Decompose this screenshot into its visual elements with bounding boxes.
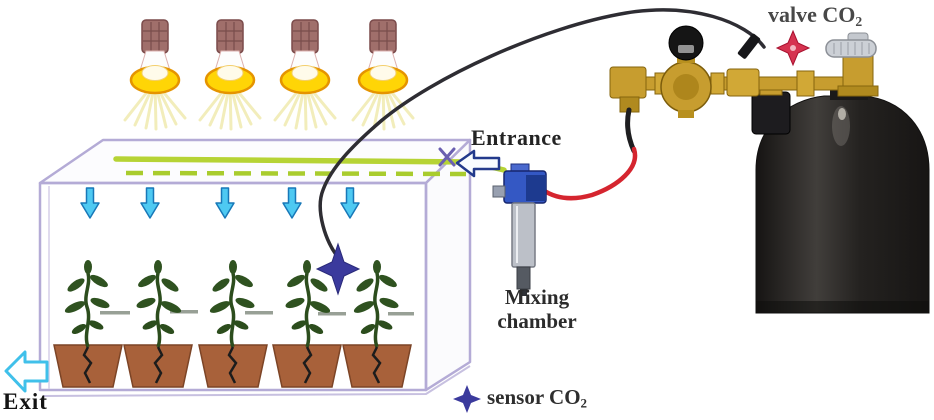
sensor-cable xyxy=(318,8,766,259)
perforated-tube xyxy=(125,170,467,177)
heat-lamps-row xyxy=(123,18,415,131)
sensor-co2-subscript: 2 xyxy=(580,395,588,411)
mixing-cylinder-end xyxy=(520,289,527,296)
valve-star-icon xyxy=(775,29,811,67)
mixing-chamber-label-line2: chamber xyxy=(497,308,577,333)
exit-label: Exit xyxy=(3,389,48,414)
tube-junction-marker xyxy=(438,147,456,167)
heat-lamp-icon xyxy=(351,18,415,131)
valve-co2-subscript: 2 xyxy=(855,13,863,29)
mixing-cylinder xyxy=(511,202,536,268)
cable-connector xyxy=(737,33,761,59)
valve-co2-label-text: valve CO xyxy=(768,2,856,27)
valve-flange xyxy=(837,85,879,97)
cylinder-valve-body xyxy=(842,55,874,91)
sensor-legend-star-icon xyxy=(453,385,481,413)
regulator-assembly xyxy=(609,25,879,135)
co2-cylinder xyxy=(755,95,930,314)
airflow-arrow-icon xyxy=(282,187,302,219)
mixing-chamber-device xyxy=(492,163,547,296)
pipe-coupling xyxy=(710,72,725,95)
airflow-arrow-icon xyxy=(215,187,235,219)
exit-arrow-icon xyxy=(4,350,49,393)
sensor-co2-label-text: sensor CO xyxy=(487,385,581,409)
red-co2-tube xyxy=(540,146,638,201)
airflow-arrows xyxy=(80,187,360,219)
cylinder-valve-handwheel xyxy=(825,39,877,58)
airflow-arrow-icon xyxy=(140,187,160,219)
outlet-nozzle xyxy=(492,185,506,198)
entrance-arrow-icon xyxy=(455,149,501,178)
black-hose xyxy=(625,107,637,154)
regulator-body-center xyxy=(673,74,699,100)
sensor-star-icon xyxy=(315,242,361,296)
gauge-face xyxy=(678,45,694,53)
sensor-co2-label: sensor CO2 xyxy=(487,385,587,412)
heat-lamp-icon xyxy=(198,18,262,131)
solenoid-valve-block xyxy=(751,91,791,135)
heat-lamp-icon xyxy=(273,18,337,131)
regulator-stem-lower xyxy=(678,110,694,118)
entrance-label: Entrance xyxy=(471,125,562,150)
heat-lamp-icon xyxy=(123,18,187,131)
airflow-arrow-icon xyxy=(80,187,100,219)
mixing-chamber-label-line1: Mixing xyxy=(504,285,570,309)
airflow-arrow-icon xyxy=(340,187,360,219)
handwheel-knurling xyxy=(833,42,870,55)
pressure-gauge-icon xyxy=(668,25,704,61)
solenoid-dark-half xyxy=(526,175,546,201)
pipe-coupling xyxy=(796,70,815,97)
valve-co2-label: valve CO2 xyxy=(768,2,862,30)
left-tee-fitting xyxy=(609,66,647,99)
plant-support-sticks xyxy=(100,310,414,316)
pipe-fitting xyxy=(726,68,760,97)
